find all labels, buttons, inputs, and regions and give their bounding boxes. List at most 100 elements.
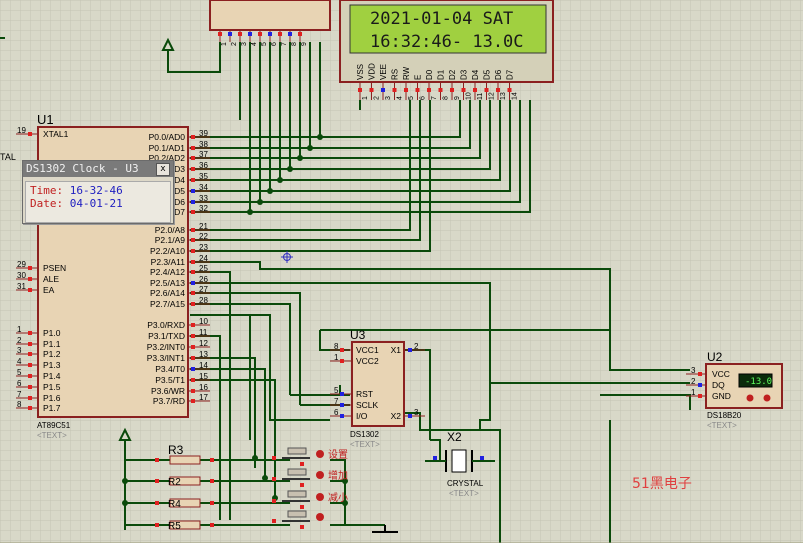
resistor-pin[interactable] — [210, 523, 214, 527]
u1-right-pin[interactable] — [191, 356, 195, 360]
u3-left-pin[interactable] — [340, 348, 344, 352]
u3-left-pin[interactable] — [340, 414, 344, 418]
respack-pin[interactable] — [268, 32, 272, 36]
lcd-pin[interactable] — [507, 88, 512, 92]
popup-titlebar[interactable]: DS1302 Clock - U3 x — [23, 161, 173, 177]
u1-left-pin[interactable] — [28, 363, 32, 367]
u1-right-pin[interactable] — [191, 156, 195, 160]
lcd-pin[interactable] — [404, 88, 408, 92]
u1-left-pin[interactable] — [28, 331, 32, 335]
u1-right-pin[interactable] — [191, 249, 195, 253]
u1-right-pin[interactable] — [191, 210, 195, 214]
button-pin[interactable] — [300, 483, 304, 487]
lcd-pin[interactable] — [369, 88, 374, 92]
button-indicator[interactable] — [316, 513, 324, 521]
respack-pin[interactable] — [298, 32, 302, 36]
u1-right-pin[interactable] — [191, 399, 195, 403]
u1-right-pin[interactable] — [191, 378, 195, 382]
u2-pin[interactable] — [698, 372, 702, 376]
u3-left-pin[interactable] — [340, 392, 344, 396]
lcd-pin[interactable] — [427, 88, 431, 92]
u1-left-pin[interactable] — [28, 385, 32, 389]
u1-right-pin[interactable] — [191, 146, 195, 150]
button-indicator[interactable] — [316, 471, 324, 479]
u2-up-button[interactable] — [763, 394, 771, 402]
u3-left-pin[interactable] — [340, 359, 344, 363]
u2-pin[interactable] — [698, 383, 702, 387]
button-pin[interactable] — [272, 519, 276, 523]
respack-pin[interactable] — [278, 32, 282, 36]
u1-left-pin[interactable] — [28, 396, 32, 400]
button-cap[interactable] — [287, 447, 307, 455]
u1-right-pin[interactable] — [191, 167, 195, 171]
resistor-body[interactable] — [169, 498, 201, 508]
u1-left-pin[interactable] — [28, 374, 32, 378]
resistor-pin[interactable] — [155, 523, 159, 527]
resistor-pin[interactable] — [210, 501, 214, 505]
lcd-pin[interactable] — [358, 88, 362, 92]
u3-right-pin[interactable] — [408, 348, 412, 352]
u2-pin[interactable] — [698, 394, 702, 398]
u3-right-pin[interactable] — [408, 414, 412, 418]
u1-right-pin[interactable] — [191, 135, 195, 139]
respack-pin[interactable] — [258, 32, 262, 36]
u1-right-pin[interactable] — [191, 260, 195, 264]
u1-right-pin[interactable] — [191, 228, 195, 232]
u1-right-pin[interactable] — [191, 367, 195, 371]
button-pin[interactable] — [300, 525, 304, 529]
lcd-pin[interactable] — [473, 88, 477, 92]
u1-right-pin[interactable] — [191, 238, 195, 242]
u1-right-pin[interactable] — [191, 200, 195, 204]
u1-left-pin[interactable] — [28, 266, 32, 270]
button-indicator[interactable] — [316, 450, 324, 458]
u1-right-pin[interactable] — [191, 302, 195, 306]
button-cap[interactable] — [287, 510, 307, 518]
u1-right-pin[interactable] — [191, 334, 195, 338]
u1-right-pin[interactable] — [191, 189, 195, 193]
respack-pin[interactable] — [238, 32, 242, 36]
lcd-pin[interactable] — [496, 88, 500, 92]
u2-down-button[interactable] — [746, 394, 754, 402]
u1-left-pin[interactable] — [28, 352, 32, 356]
button-pin[interactable] — [272, 499, 276, 503]
respack-pin[interactable] — [218, 32, 222, 36]
resistor-pin[interactable] — [210, 458, 214, 462]
u1-right-pin[interactable] — [191, 323, 195, 327]
lcd-pin[interactable] — [484, 88, 489, 92]
ds1302-clock-popup[interactable]: DS1302 Clock - U3 x Time: 16-32-46 Date:… — [22, 160, 174, 224]
button-cap[interactable] — [287, 468, 307, 476]
u1-left-pin[interactable] — [28, 277, 32, 281]
button-pin[interactable] — [300, 462, 304, 466]
button-cap[interactable] — [287, 490, 307, 498]
button-pin[interactable] — [272, 456, 276, 460]
u1-right-pin[interactable] — [191, 291, 195, 295]
resistor-body[interactable] — [169, 520, 201, 530]
resistor-pin[interactable] — [210, 479, 214, 483]
lcd-pin[interactable] — [392, 88, 397, 92]
close-icon[interactable]: x — [156, 163, 170, 176]
u1-left-pin[interactable] — [28, 132, 32, 136]
lcd-pin[interactable] — [415, 88, 420, 92]
u1-right-pin[interactable] — [191, 281, 195, 285]
resistor-body[interactable] — [169, 476, 201, 486]
lcd-pin[interactable] — [461, 88, 466, 92]
lcd-pin[interactable] — [381, 88, 385, 92]
u1-right-pin[interactable] — [191, 345, 195, 349]
u1-left-pin[interactable] — [28, 406, 32, 410]
lcd-pin[interactable] — [438, 88, 443, 92]
lcd-pin[interactable] — [450, 88, 454, 92]
resistor-pin[interactable] — [155, 501, 159, 505]
u1-right-pin[interactable] — [191, 270, 195, 274]
x2-crystal[interactable]: X2 CRYSTAL <TEXT> — [425, 430, 495, 498]
lcd-display[interactable]: 2021-01-04 SAT 16:32:46- 13.0C VSS1VDD2V… — [339, 0, 554, 100]
resistor-body[interactable] — [169, 455, 201, 465]
button-pin[interactable] — [300, 505, 304, 509]
u1-right-pin[interactable] — [191, 389, 195, 393]
button-pin[interactable] — [272, 477, 276, 481]
